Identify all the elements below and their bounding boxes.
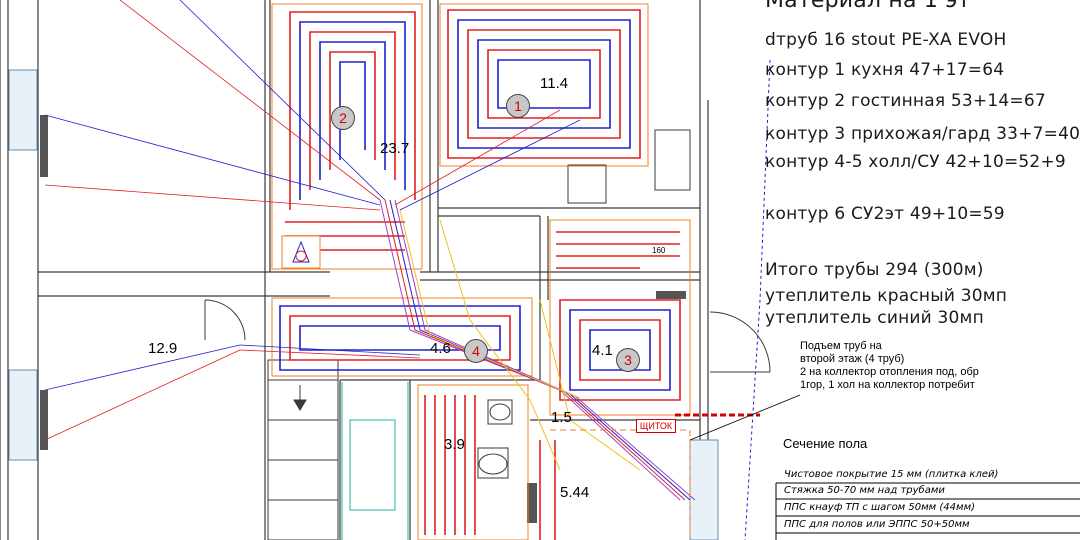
area-label: 23.7 <box>380 140 410 157</box>
manifold-icon <box>281 235 321 269</box>
riser-note-line: 2 на коллектор отопления под, обр <box>800 366 979 378</box>
loop-line: контур 1 кухня 47+17=64 <box>765 60 1005 80</box>
electrical-panel-label: ЩИТОК <box>636 419 676 433</box>
area-label: 3.9 <box>444 436 465 453</box>
blue-dash <box>744 59 771 540</box>
area-label: 11.4 <box>540 75 569 92</box>
floor-layer: Чистовое покрытие 15 мм (плитка клей) <box>784 469 999 480</box>
notes-title: Материал на 1 эт <box>765 0 971 13</box>
riser-note-line: второй этаж (4 труб) <box>800 353 905 365</box>
section-table <box>775 482 1080 540</box>
area-label: 4.6 <box>430 340 451 357</box>
collector-bundle <box>379 199 696 501</box>
area-label: 1.5 <box>551 409 572 426</box>
area-label: 12.9 <box>148 340 178 357</box>
loop-marker: 2 <box>331 106 355 130</box>
fixtures <box>477 399 513 479</box>
cyan-outline <box>341 382 409 540</box>
loop-2-pipes <box>271 3 423 270</box>
area-label: 4.1 <box>592 342 613 359</box>
radiators <box>40 115 686 523</box>
loop-marker: 4 <box>464 339 488 363</box>
walls <box>0 0 709 540</box>
doors <box>204 129 771 373</box>
windows <box>8 69 719 540</box>
floor-section-title: Сечение пола <box>783 436 868 451</box>
orange-dash <box>550 429 691 540</box>
loop-line: контур 6 СУ2эт 49+10=59 <box>765 204 1005 224</box>
loop-3-pipes <box>549 219 691 416</box>
loop-line: контур 2 гостинная 53+14=67 <box>765 91 1046 111</box>
floor-layer: ППС для полов или ЭППС 50+50мм <box>784 519 970 530</box>
insulation-blue: утеплитель синий 30мп <box>765 308 984 328</box>
riser-note-line: Подъем труб на <box>800 340 882 352</box>
pipe-spec: dтруб 16 stout PE-XA EVOH <box>765 30 1007 50</box>
insulation-red: утеплитель красный 30мп <box>765 286 1008 306</box>
riser-note-line: 1гор, 1 хол на коллектор потребит <box>800 379 975 391</box>
bath-loop-pipes <box>417 384 556 540</box>
loop-line: контур 4-5 холл/СУ 42+10=52+9 <box>765 152 1066 172</box>
riser-leader <box>689 394 801 441</box>
floor-layer: Стяжка 50-70 мм над трубами <box>784 485 945 496</box>
loop-marker: 1 <box>506 94 530 118</box>
loop-4-pipes <box>271 297 533 377</box>
stairs <box>267 359 339 540</box>
floor-layer: ППС кнауф ТП с шагом 50мм (44мм) <box>784 502 976 513</box>
loop-1-pipes <box>439 3 649 167</box>
area-label: 5.44 <box>560 484 590 501</box>
leader-lines <box>44 0 581 441</box>
dimension-label: 160 <box>652 246 666 255</box>
loop-line: контур 3 прихожая/гард 33+7=40 <box>765 124 1080 144</box>
riser-note: Подъем труб на второй этаж (4 труб) 2 на… <box>800 340 979 392</box>
loop-marker: 3 <box>616 348 640 372</box>
pipe-total: Итого трубы 294 (300м) <box>765 260 984 280</box>
